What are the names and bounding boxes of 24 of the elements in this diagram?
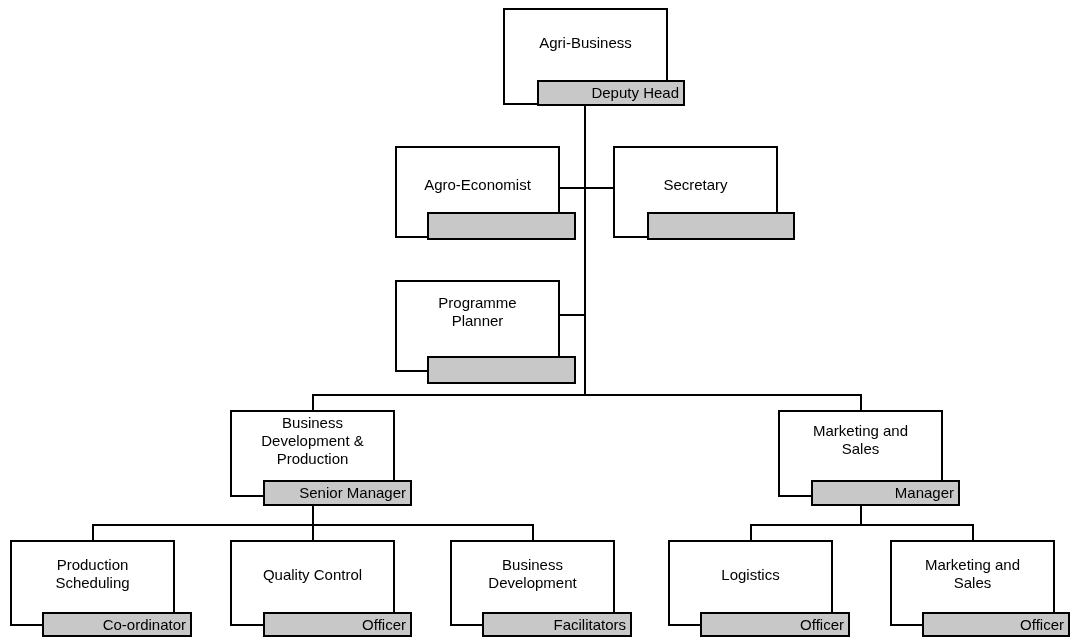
title-bar: Co-ordinator bbox=[42, 612, 192, 637]
title-bar bbox=[647, 212, 795, 240]
title-bar: Officer bbox=[263, 612, 412, 637]
title-bar: Deputy Head bbox=[537, 80, 685, 106]
position-name: Programme Planner bbox=[437, 294, 518, 330]
position-name: Business Development & Production bbox=[260, 414, 365, 468]
title-bar: Facilitators bbox=[482, 612, 632, 637]
title-bar: Manager bbox=[811, 480, 960, 506]
position-name: Business Development bbox=[487, 556, 578, 592]
title-bar: Senior Manager bbox=[263, 480, 412, 506]
connector-line bbox=[860, 505, 974, 541]
position-name: Marketing and Sales bbox=[811, 422, 910, 458]
title-bar bbox=[427, 356, 576, 384]
title-bar: Officer bbox=[700, 612, 850, 637]
position-name: Agro-Economist bbox=[423, 176, 532, 194]
title-bar bbox=[427, 212, 576, 240]
position-name: Logistics bbox=[720, 566, 781, 584]
position-name: Agri-Business bbox=[538, 34, 633, 52]
position-name: Production Scheduling bbox=[54, 556, 131, 592]
connector-line bbox=[312, 505, 534, 541]
position-name: Quality Control bbox=[261, 566, 364, 584]
position-name: Marketing and Sales bbox=[923, 556, 1022, 592]
position-name: Secretary bbox=[662, 176, 729, 194]
title-bar: Officer bbox=[922, 612, 1070, 637]
